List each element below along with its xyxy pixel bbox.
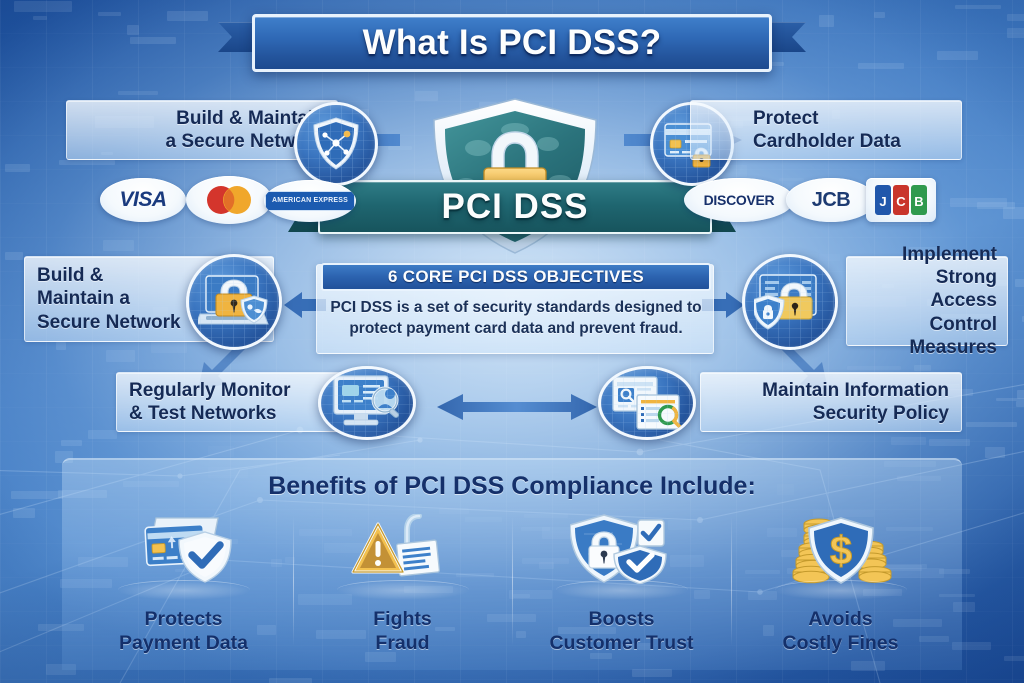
monitor-magnifier-icon xyxy=(333,375,399,426)
svg-text:J: J xyxy=(879,194,886,209)
objective-icon-node-monitor-padlock-shield[interactable] xyxy=(742,254,838,350)
card-brand-mastercard xyxy=(186,176,272,224)
card-brand-jcb-stripes: J C B xyxy=(866,178,936,222)
emblem-label: PCI DSS xyxy=(441,187,589,226)
monitor-padlock-shield-icon xyxy=(754,274,817,330)
node-circuit-pattern xyxy=(321,369,413,437)
objectives-description: PCI DSS is a set of security standards d… xyxy=(330,299,702,338)
benefits-panel: Benefits of PCI DSS Compliance Include: xyxy=(62,458,962,670)
card-brand-discover: DISCOVER xyxy=(684,178,794,222)
laptop-padlock-shield-icon xyxy=(198,275,269,325)
benefits-heading: Benefits of PCI DSS Compliance Include: xyxy=(268,472,756,500)
emblem-ribbon: PCI DSS xyxy=(318,180,712,234)
objective-icon-node-laptop-padlock-shield[interactable] xyxy=(186,254,282,350)
benefit-icon-wrap xyxy=(569,512,674,584)
mastercard-logo xyxy=(207,186,251,214)
benefit-icon-wrap xyxy=(351,512,455,584)
benefit-pedestal xyxy=(555,580,688,600)
documents-magnifier-icon xyxy=(612,376,682,430)
objectives-summary-box: 6 CORE PCI DSS OBJECTIVES PCI DSS is a s… xyxy=(316,263,715,354)
card-brand-jcb-text: JCB xyxy=(786,178,876,222)
objective-icon-node-monitor-magnifier[interactable] xyxy=(318,366,416,440)
warning-phishing-icon xyxy=(351,514,440,577)
benefit-icon-wrap xyxy=(132,512,236,584)
benefit-pedestal xyxy=(336,580,469,600)
objective-label-regularly-monitor-test-networks: Regularly Monitor& Test Networks xyxy=(129,379,291,424)
node-circuit-pattern xyxy=(745,257,835,347)
shield-network-icon xyxy=(313,117,359,170)
jcb-text-logo: JCB xyxy=(811,188,851,211)
svg-text:C: C xyxy=(896,194,906,209)
objective-icon-node-shield-network[interactable] xyxy=(294,102,378,186)
objectives-description-wrap: PCI DSS is a set of security standards d… xyxy=(317,297,715,340)
benefit-pedestal xyxy=(117,580,250,600)
benefit-pedestal xyxy=(774,580,907,600)
coins-dollar-shield-icon: $ xyxy=(792,517,891,584)
benefit-icon-wrap: $ xyxy=(789,512,893,584)
jcb-stripe-logo: J C B xyxy=(875,185,927,215)
svg-text:B: B xyxy=(914,194,923,209)
node-circuit-pattern xyxy=(297,105,375,183)
card-brand-amex: AMERICAN EXPRESS xyxy=(264,180,356,222)
card-brand-visa: VISA xyxy=(100,178,186,222)
card-check-shield-icon xyxy=(143,517,232,583)
node-circuit-pattern xyxy=(189,257,279,347)
objectives-header: 6 CORE PCI DSS OBJECTIVES xyxy=(321,263,711,291)
arrow-bottom-bidirectional xyxy=(437,392,597,422)
visa-logo: VISA xyxy=(119,188,167,211)
page-title: What Is PCI DSS? xyxy=(362,23,662,62)
objective-icon-node-documents-magnifier[interactable] xyxy=(598,366,696,440)
page-title-banner: What Is PCI DSS? xyxy=(252,14,772,72)
amex-logo: AMERICAN EXPRESS xyxy=(265,190,355,212)
discover-logo: DISCOVER xyxy=(703,192,775,208)
node-circuit-pattern xyxy=(601,369,693,437)
svg-text:$: $ xyxy=(829,529,851,573)
lock-shield-check-icon xyxy=(569,514,667,584)
objectives-header-text: 6 CORE PCI DSS OBJECTIVES xyxy=(388,267,644,286)
